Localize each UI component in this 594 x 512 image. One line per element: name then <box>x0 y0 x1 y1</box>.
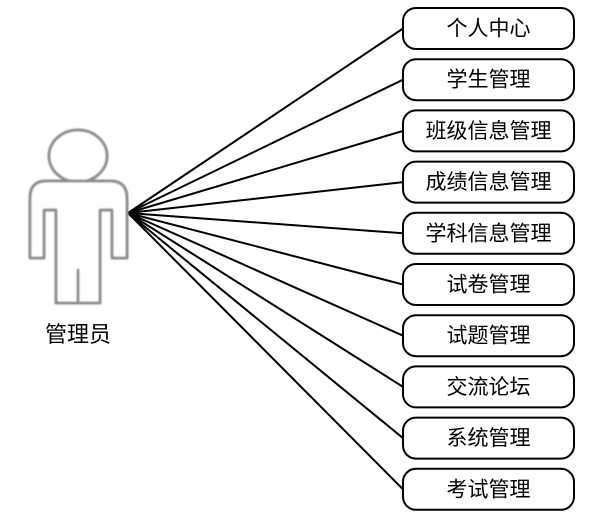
use-case-list: 个人中心学生管理班级信息管理成绩信息管理学科信息管理试卷管理试题管理交流论坛系统… <box>402 7 575 511</box>
use-case-label: 考试管理 <box>447 477 531 501</box>
use-case-box <box>402 263 575 306</box>
association-line <box>127 27 404 214</box>
use-case-box <box>402 467 575 511</box>
association-line <box>127 212 404 491</box>
use-case-label: 试题管理 <box>447 324 531 348</box>
association-line <box>127 212 404 286</box>
association-line <box>127 78 404 214</box>
use-case-box <box>402 416 575 460</box>
use-case-label: 交流论坛 <box>447 375 531 399</box>
use-case-6: 试卷管理 <box>402 263 575 306</box>
use-case-4: 成绩信息管理 <box>402 160 575 204</box>
association-line <box>127 129 404 214</box>
use-case-box <box>402 160 575 204</box>
use-case-label: 学科信息管理 <box>426 221 552 245</box>
use-case-label: 学生管理 <box>447 68 531 92</box>
actor-body <box>28 179 129 305</box>
use-case-box <box>402 211 575 255</box>
use-case-5: 学科信息管理 <box>402 211 575 255</box>
use-case-label: 系统管理 <box>447 426 531 450</box>
use-case-label: 成绩信息管理 <box>426 170 552 194</box>
use-case-10: 考试管理 <box>402 467 575 511</box>
use-case-7: 试题管理 <box>402 314 575 358</box>
use-case-9: 系统管理 <box>402 416 575 460</box>
use-case-box <box>402 365 575 409</box>
use-case-3: 班级信息管理 <box>402 109 575 153</box>
use-case-box <box>402 7 575 50</box>
association-line <box>127 212 404 337</box>
association-line <box>127 212 404 388</box>
association-line <box>127 181 404 214</box>
association-line <box>127 212 404 235</box>
association-lines <box>127 27 404 491</box>
use-case-box <box>402 109 575 153</box>
use-case-box <box>402 314 575 358</box>
use-case-2: 学生管理 <box>402 58 575 102</box>
actor-figure-icon <box>28 128 129 305</box>
use-case-8: 交流论坛 <box>402 365 575 409</box>
use-case-box <box>402 58 575 102</box>
actor-head <box>47 128 109 184</box>
use-case-label: 班级信息管理 <box>426 119 552 143</box>
association-line <box>127 212 404 439</box>
use-case-1: 个人中心 <box>402 7 575 50</box>
use-case-label: 试卷管理 <box>447 273 531 297</box>
actor-label: 管理员 <box>45 323 111 348</box>
use-case-label: 个人中心 <box>447 17 531 41</box>
